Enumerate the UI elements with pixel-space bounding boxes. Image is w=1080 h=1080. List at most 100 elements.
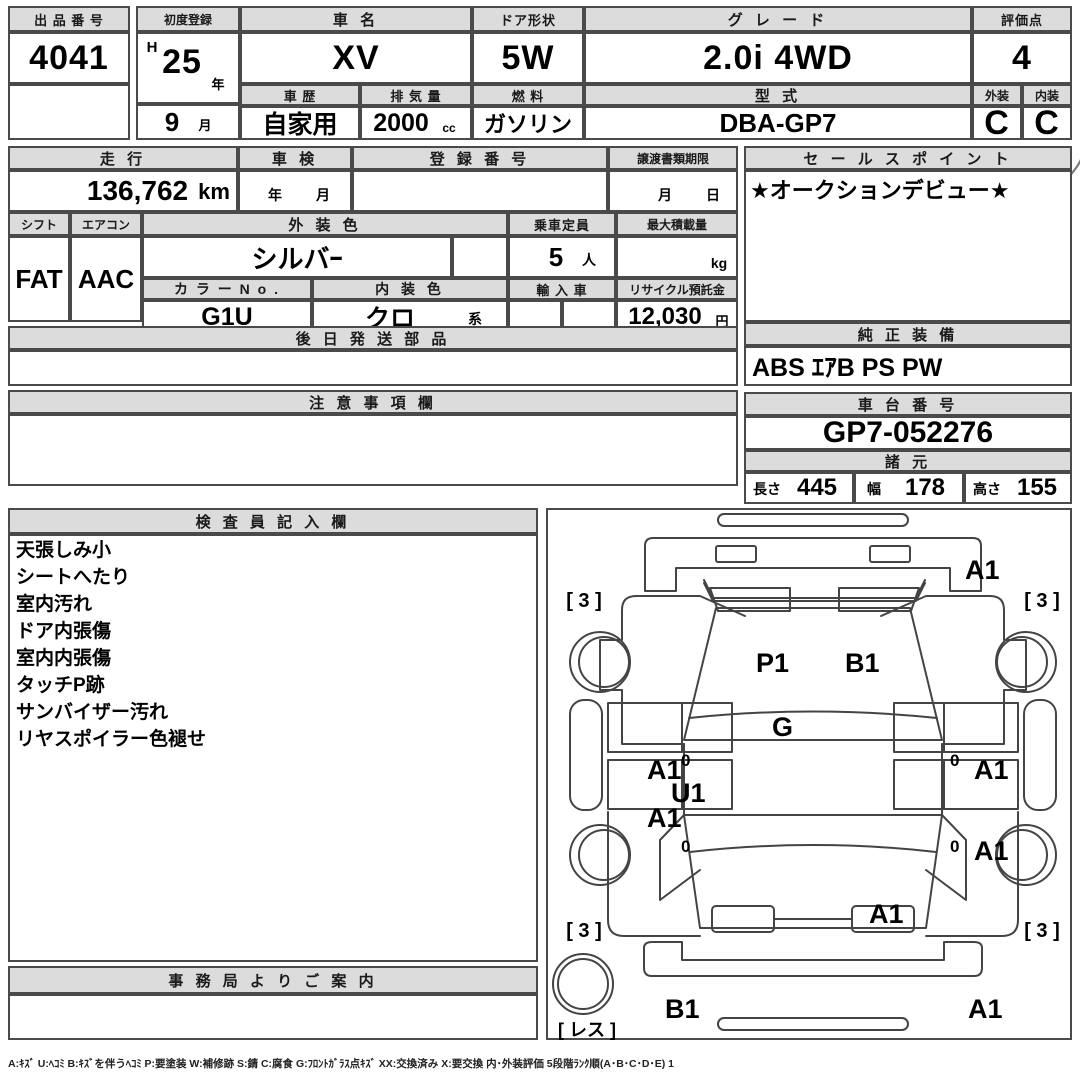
color-number-value: G1U (201, 302, 253, 331)
capacity-unit: 人 (582, 252, 596, 268)
inspector-note-line: サンバイザー汚れ (16, 701, 169, 723)
damage-mark: A1 (647, 755, 682, 785)
damage-mark: 0 (950, 837, 960, 856)
tire-rank-front-left: [ 3 ] (566, 589, 602, 612)
aircon-cell (70, 236, 142, 322)
tire-rank-rear-left: [ 3 ] (566, 919, 602, 942)
car-name-value: XV (240, 32, 472, 84)
mileage-cell (8, 170, 238, 212)
inspector-note-line: ドア内張傷 (16, 620, 112, 642)
chassis-number-value: GP7-052276 (744, 416, 1072, 450)
exterior-color-cell (142, 236, 452, 278)
transfer-deadline-header: 譲渡書類期限 (608, 146, 738, 170)
grade-value: 2.0i 4WD (584, 32, 972, 84)
later-parts-cell (8, 350, 738, 386)
first-registration-year: 25 (162, 42, 202, 81)
shaken-month-unit: 月 (316, 187, 330, 203)
tire-rank-front-right: [ 3 ] (1024, 589, 1060, 612)
later-parts-header: 後 日 発 送 部 品 (8, 326, 738, 350)
shaken-header: 車 検 (238, 146, 352, 170)
mileage-unit: km (198, 179, 230, 204)
first-registration-era: H (146, 38, 158, 56)
height-value: 155 (1016, 474, 1058, 501)
registration-number-cell (352, 170, 608, 212)
inspector-note-line: 室内内張傷 (16, 647, 112, 669)
first-registration-year-unit: 年 (211, 76, 225, 92)
exterior-grade-header: 外装 (972, 84, 1022, 106)
damage-mark: A1 (869, 899, 904, 929)
damage-mark: 0 (950, 751, 960, 770)
first-registration-month-unit: 月 (198, 117, 212, 133)
damage-mark: A1 (965, 555, 1000, 585)
lot-number-value: 4041 (8, 32, 130, 84)
grade-header: グ レ ー ド (584, 6, 972, 32)
first-registration-header: 初度登録 (136, 6, 240, 32)
damage-mark: P1 (756, 648, 790, 678)
length-cell (744, 472, 854, 504)
spare-tire-rank: [ レス ] (558, 1020, 616, 1040)
aircon-value: AAC (77, 263, 135, 294)
color-number-header: カ ラ ー N o . (142, 278, 312, 300)
damage-mark: 0 (681, 837, 691, 856)
shift-header: シフト (8, 212, 70, 236)
interior-color-header: 内 装 色 (312, 278, 508, 300)
sales-point-cell (744, 170, 1072, 322)
inspector-note-line: 室内汚れ (16, 593, 93, 615)
height-label: 高さ (973, 481, 1001, 497)
mileage-header: 走 行 (8, 146, 238, 170)
shift-cell (8, 236, 70, 322)
first-registration-year-cell (136, 32, 240, 104)
score-header: 評価点 (972, 6, 1072, 32)
transfer-deadline-cell (608, 170, 738, 212)
inspector-notes-cell (8, 534, 538, 962)
tire-rank-rear-right: [ 3 ] (1024, 919, 1060, 942)
max-load-header: 最大積載量 (616, 212, 738, 236)
model-code-header: 型 式 (584, 84, 972, 106)
door-shape-value: 5W (472, 32, 584, 84)
displacement-unit: cc (442, 121, 456, 135)
spec-header: 諸 元 (744, 450, 1072, 472)
damage-mark: A1 (968, 994, 1003, 1024)
recycle-fee-unit: 円 (715, 313, 729, 329)
first-registration-month: 9 (164, 106, 180, 137)
sales-point-value: ★オークションデビュー★ (750, 178, 1010, 203)
registration-number-header: 登 録 番 号 (352, 146, 608, 170)
lot-number-header: 出 品 番 号 (8, 6, 130, 32)
damage-mark: B1 (665, 994, 700, 1024)
damage-mark: A1 (974, 836, 1009, 866)
exterior-grade-value: C (972, 104, 1022, 142)
aircon-header: エアコン (70, 212, 142, 236)
capacity-cell (508, 236, 616, 278)
history-value: 自家用 (240, 106, 360, 140)
equipment-value: ABS ｴｱB PS PW (752, 354, 943, 382)
damage-mark: A1 (647, 803, 682, 833)
width-value: 178 (904, 474, 946, 501)
damage-mark: B1 (845, 648, 880, 678)
door-shape-header: ドア形状 (472, 6, 584, 32)
length-value: 445 (796, 474, 838, 501)
capacity-header: 乗車定員 (508, 212, 616, 236)
import-header: 輸 入 車 (508, 278, 616, 300)
interior-grade-header: 内装 (1022, 84, 1072, 106)
height-cell (964, 472, 1072, 504)
exterior-color-value: シルバｰ (251, 243, 343, 274)
exterior-color-header: 外 装 色 (142, 212, 508, 236)
caution-header: 注 意 事 項 欄 (8, 390, 738, 414)
equipment-cell (744, 346, 1072, 386)
capacity-value: 5 (548, 241, 564, 272)
recycle-fee-value: 12,030 (628, 303, 702, 330)
interior-color-suffix: 系 (468, 311, 482, 327)
displacement-cell (360, 106, 472, 140)
score-value: 4 (972, 32, 1072, 84)
max-load-unit: kg (710, 255, 728, 271)
width-label: 幅 (867, 481, 881, 497)
shift-value: FAT (15, 263, 63, 294)
car-name-header: 車 名 (240, 6, 472, 32)
equipment-header: 純 正 装 備 (744, 322, 1072, 346)
inspector-notes-list: 天張しみ小シートへたり室内汚れドア内張傷室内内張傷タッチP跡サンバイザー汚れリヤ… (16, 538, 526, 754)
mileage-value: 136,762 (86, 175, 189, 206)
transfer-month-unit: 月 (658, 187, 672, 203)
office-notice-header: 事 務 局 よ り ご 案 内 (8, 966, 538, 994)
